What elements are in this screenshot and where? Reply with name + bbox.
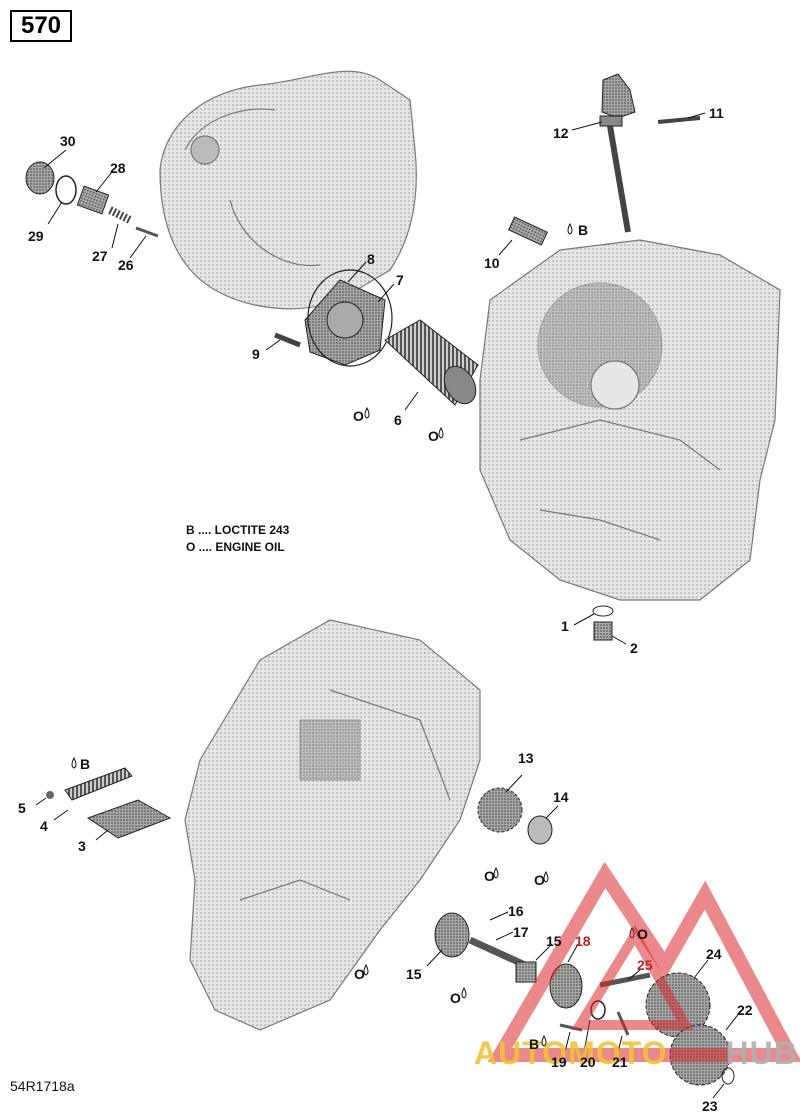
gasket-3 [86,799,172,839]
callout-oil-symbol-13: O [484,868,495,884]
callout-oil-symbol-25: O [637,926,648,942]
screw-5 [46,791,54,799]
callout-10: 10 [484,255,500,271]
callout-2: 2 [630,640,638,656]
callout-14: 14 [553,789,569,805]
callout-27: 27 [92,248,108,264]
magneto-cover [159,70,417,310]
callout-loctite-symbol-5: B [80,756,91,772]
o-ring-29 [55,175,77,205]
callout-8: 8 [367,251,375,267]
callout-23: 23 [702,1098,718,1114]
callout-20: 20 [580,1054,596,1070]
pin-26 [135,226,159,238]
callout-28: 28 [110,160,126,176]
legend-engine-oil: O .... ENGINE OIL [186,540,285,554]
fitting-10 [508,216,548,246]
oil-filter [384,319,479,406]
callout-oil-symbol-14: O [534,872,545,888]
callout-9: 9 [252,346,260,362]
shaft-17 [468,936,527,969]
callout-11: 11 [709,105,724,121]
page-number: 570 [10,10,72,42]
watermark-brand-left: AUTOMOTO [474,1035,668,1071]
screw-11 [657,116,701,124]
callout-oil-symbol-crankcase: O [354,966,365,982]
bolt-9 [274,332,301,348]
watermark-logo [487,861,800,1062]
spring-27 [108,206,132,224]
callout-13: 13 [518,750,534,766]
callout-25: 25 [637,957,653,973]
callout-15-rotor: 15 [546,933,562,949]
cover-4 [64,767,133,801]
callout-7: 7 [396,272,404,288]
watermark-text: AUTOMOTO HUB [474,1036,798,1070]
pump-housing-15 [434,912,470,958]
oil-filter-cover [304,279,386,366]
callout-4: 4 [40,818,48,834]
drain-plug-2 [593,621,613,641]
circlip-23 [721,1067,735,1085]
callout-18: 18 [575,933,591,949]
callout-21: 21 [612,1054,628,1070]
callout-24: 24 [706,946,722,962]
callout-5: 5 [18,800,26,816]
crankcase-upper [479,239,781,601]
legend: B .... LOCTITE 243 O .... ENGINE OIL [186,522,289,556]
callout-1: 1 [561,618,569,634]
reference-code: 54R1718a [10,1078,75,1094]
callout-loctite-symbol-19: B [529,1036,540,1052]
seal-14 [527,815,553,845]
callout-15-housing: 15 [406,966,422,982]
gear-18 [549,963,583,1009]
callout-oil-symbol-filter-cover: O [353,408,364,424]
callout-17: 17 [513,924,529,940]
legend-loctite: B .... LOCTITE 243 [186,523,290,537]
valve-28 [76,185,110,215]
crankcase-lower [184,619,481,1031]
o-ring-7 [307,269,393,367]
oil-dipstick [599,73,636,233]
drop-markers [71,222,635,1047]
callout-oil-symbol-pump: O [450,990,461,1006]
callout-loctite-symbol-10: B [578,222,589,238]
callout-26: 26 [118,257,134,273]
rotor-15 [515,961,537,983]
gear-13 [477,787,523,833]
plug-30 [25,161,55,195]
callout-12: 12 [553,125,569,141]
callout-29: 29 [28,228,44,244]
callout-3: 3 [78,838,86,854]
callout-19: 19 [551,1054,567,1070]
callout-30: 30 [60,133,76,149]
watermark-brand-right: HUB [725,1035,798,1071]
leader-lines [35,112,741,1099]
gasket-1 [592,605,614,617]
callout-16: 16 [508,903,524,919]
callout-6: 6 [394,412,402,428]
callout-oil-symbol-filter: O [428,428,439,444]
callout-22: 22 [737,1002,753,1018]
